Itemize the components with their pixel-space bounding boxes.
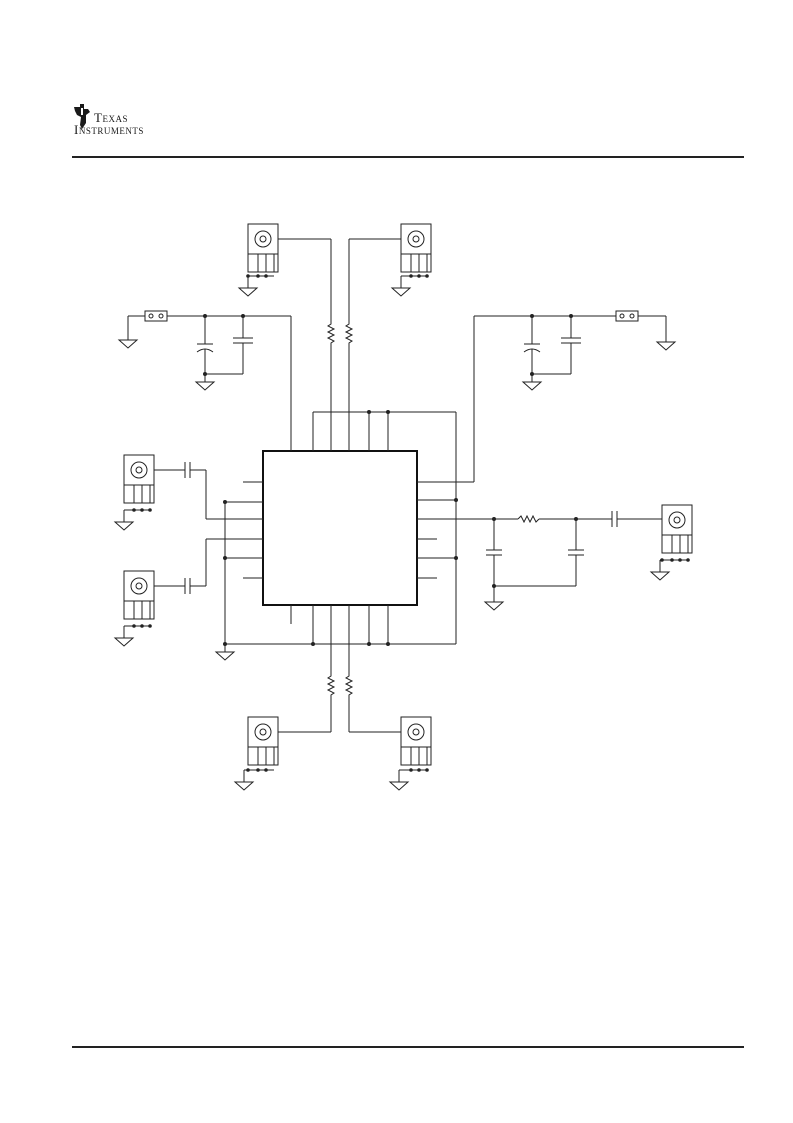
connector-top-left xyxy=(238,223,335,412)
connector-top-right xyxy=(345,223,432,412)
brand-line2: Instruments xyxy=(74,122,144,137)
header-rule xyxy=(72,156,744,158)
connector-left-lower xyxy=(114,539,207,647)
ti-logo-icon xyxy=(74,104,90,129)
ic-package xyxy=(206,316,494,672)
supply-left xyxy=(118,310,291,391)
output-filter xyxy=(484,511,664,611)
connector-bottom-left xyxy=(234,671,335,791)
supply-right xyxy=(437,310,676,483)
connector-left-upper xyxy=(114,454,207,531)
footer-rule xyxy=(72,1046,744,1048)
ti-logo: Texas Instruments xyxy=(72,103,182,137)
brand-line1: Texas xyxy=(94,110,128,125)
connector-right xyxy=(650,504,693,581)
connector-bottom-right xyxy=(345,671,432,791)
